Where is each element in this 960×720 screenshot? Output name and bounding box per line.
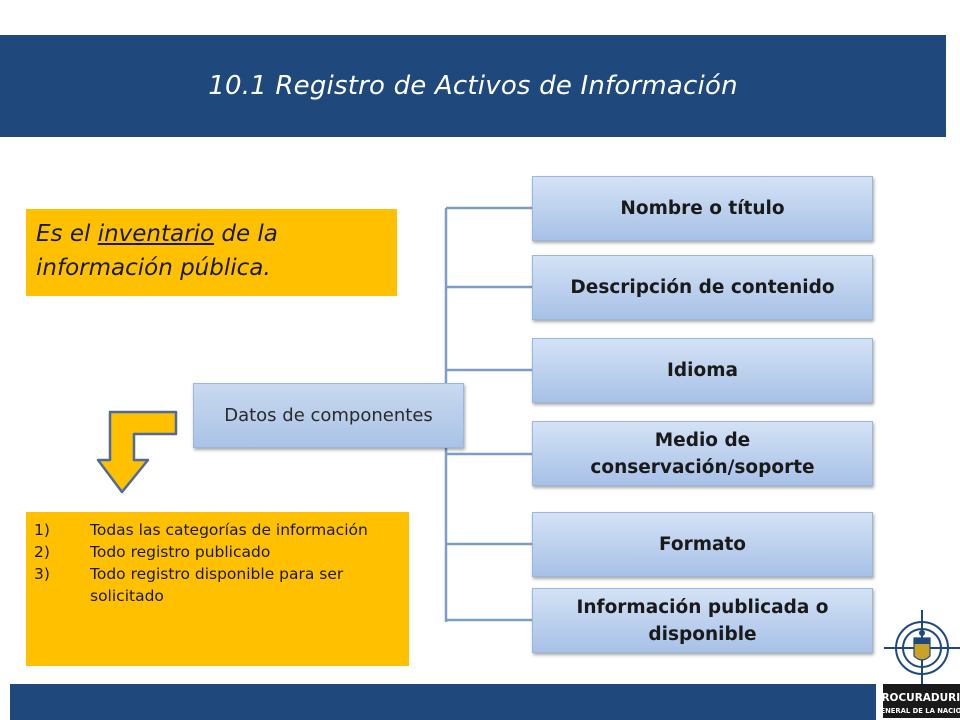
logo-line-1: PROCURADURIA bbox=[880, 692, 960, 704]
down-arrow-icon bbox=[96, 410, 178, 494]
title-banner: 10.1 Registro de Activos de Información bbox=[0, 35, 946, 137]
footer-bar bbox=[10, 684, 876, 720]
diagram-root-node: Datos de componentes bbox=[193, 383, 464, 448]
list-item-text: Todo registro disponible para ser solici… bbox=[90, 565, 344, 605]
list-item: 2) Todo registro publicado bbox=[34, 541, 401, 563]
categories-list: 1) Todas las categorías de información 2… bbox=[26, 512, 409, 666]
diagram-node-formato: Formato bbox=[532, 512, 873, 577]
diagram-node-descripcion: Descripción de contenido bbox=[532, 255, 873, 320]
list-item-number: 3) bbox=[34, 565, 50, 583]
list-item: 3) Todo registro disponible para ser sol… bbox=[34, 563, 401, 607]
slide-title: 10.1 Registro de Activos de Información bbox=[208, 71, 738, 101]
list-item-text: Todas las categorías de información bbox=[90, 521, 368, 539]
diagram-node-nombre: Nombre o título bbox=[532, 176, 873, 241]
list-item-number: 2) bbox=[34, 543, 50, 561]
definition-suffix: de la información pública. bbox=[36, 221, 278, 281]
definition-callout: Es el inventario de la información públi… bbox=[26, 209, 397, 296]
diagram-node-informacion: Información publicada o disponible bbox=[532, 588, 873, 653]
logo-line-2: GENERAL DE LA NACION bbox=[880, 707, 960, 715]
diagram-node-idioma: Idioma bbox=[532, 338, 873, 403]
diagram-node-medio: Medio de conservación/soporte bbox=[532, 421, 873, 486]
procuraduria-logo: PROCURADURIA GENERAL DE LA NACION bbox=[880, 610, 960, 718]
list-item-number: 1) bbox=[34, 521, 50, 539]
definition-prefix: Es el bbox=[36, 221, 98, 247]
list-item: 1) Todas las categorías de información bbox=[34, 519, 401, 541]
definition-emphasis: inventario bbox=[97, 221, 215, 247]
list-item-text: Todo registro publicado bbox=[90, 543, 271, 561]
